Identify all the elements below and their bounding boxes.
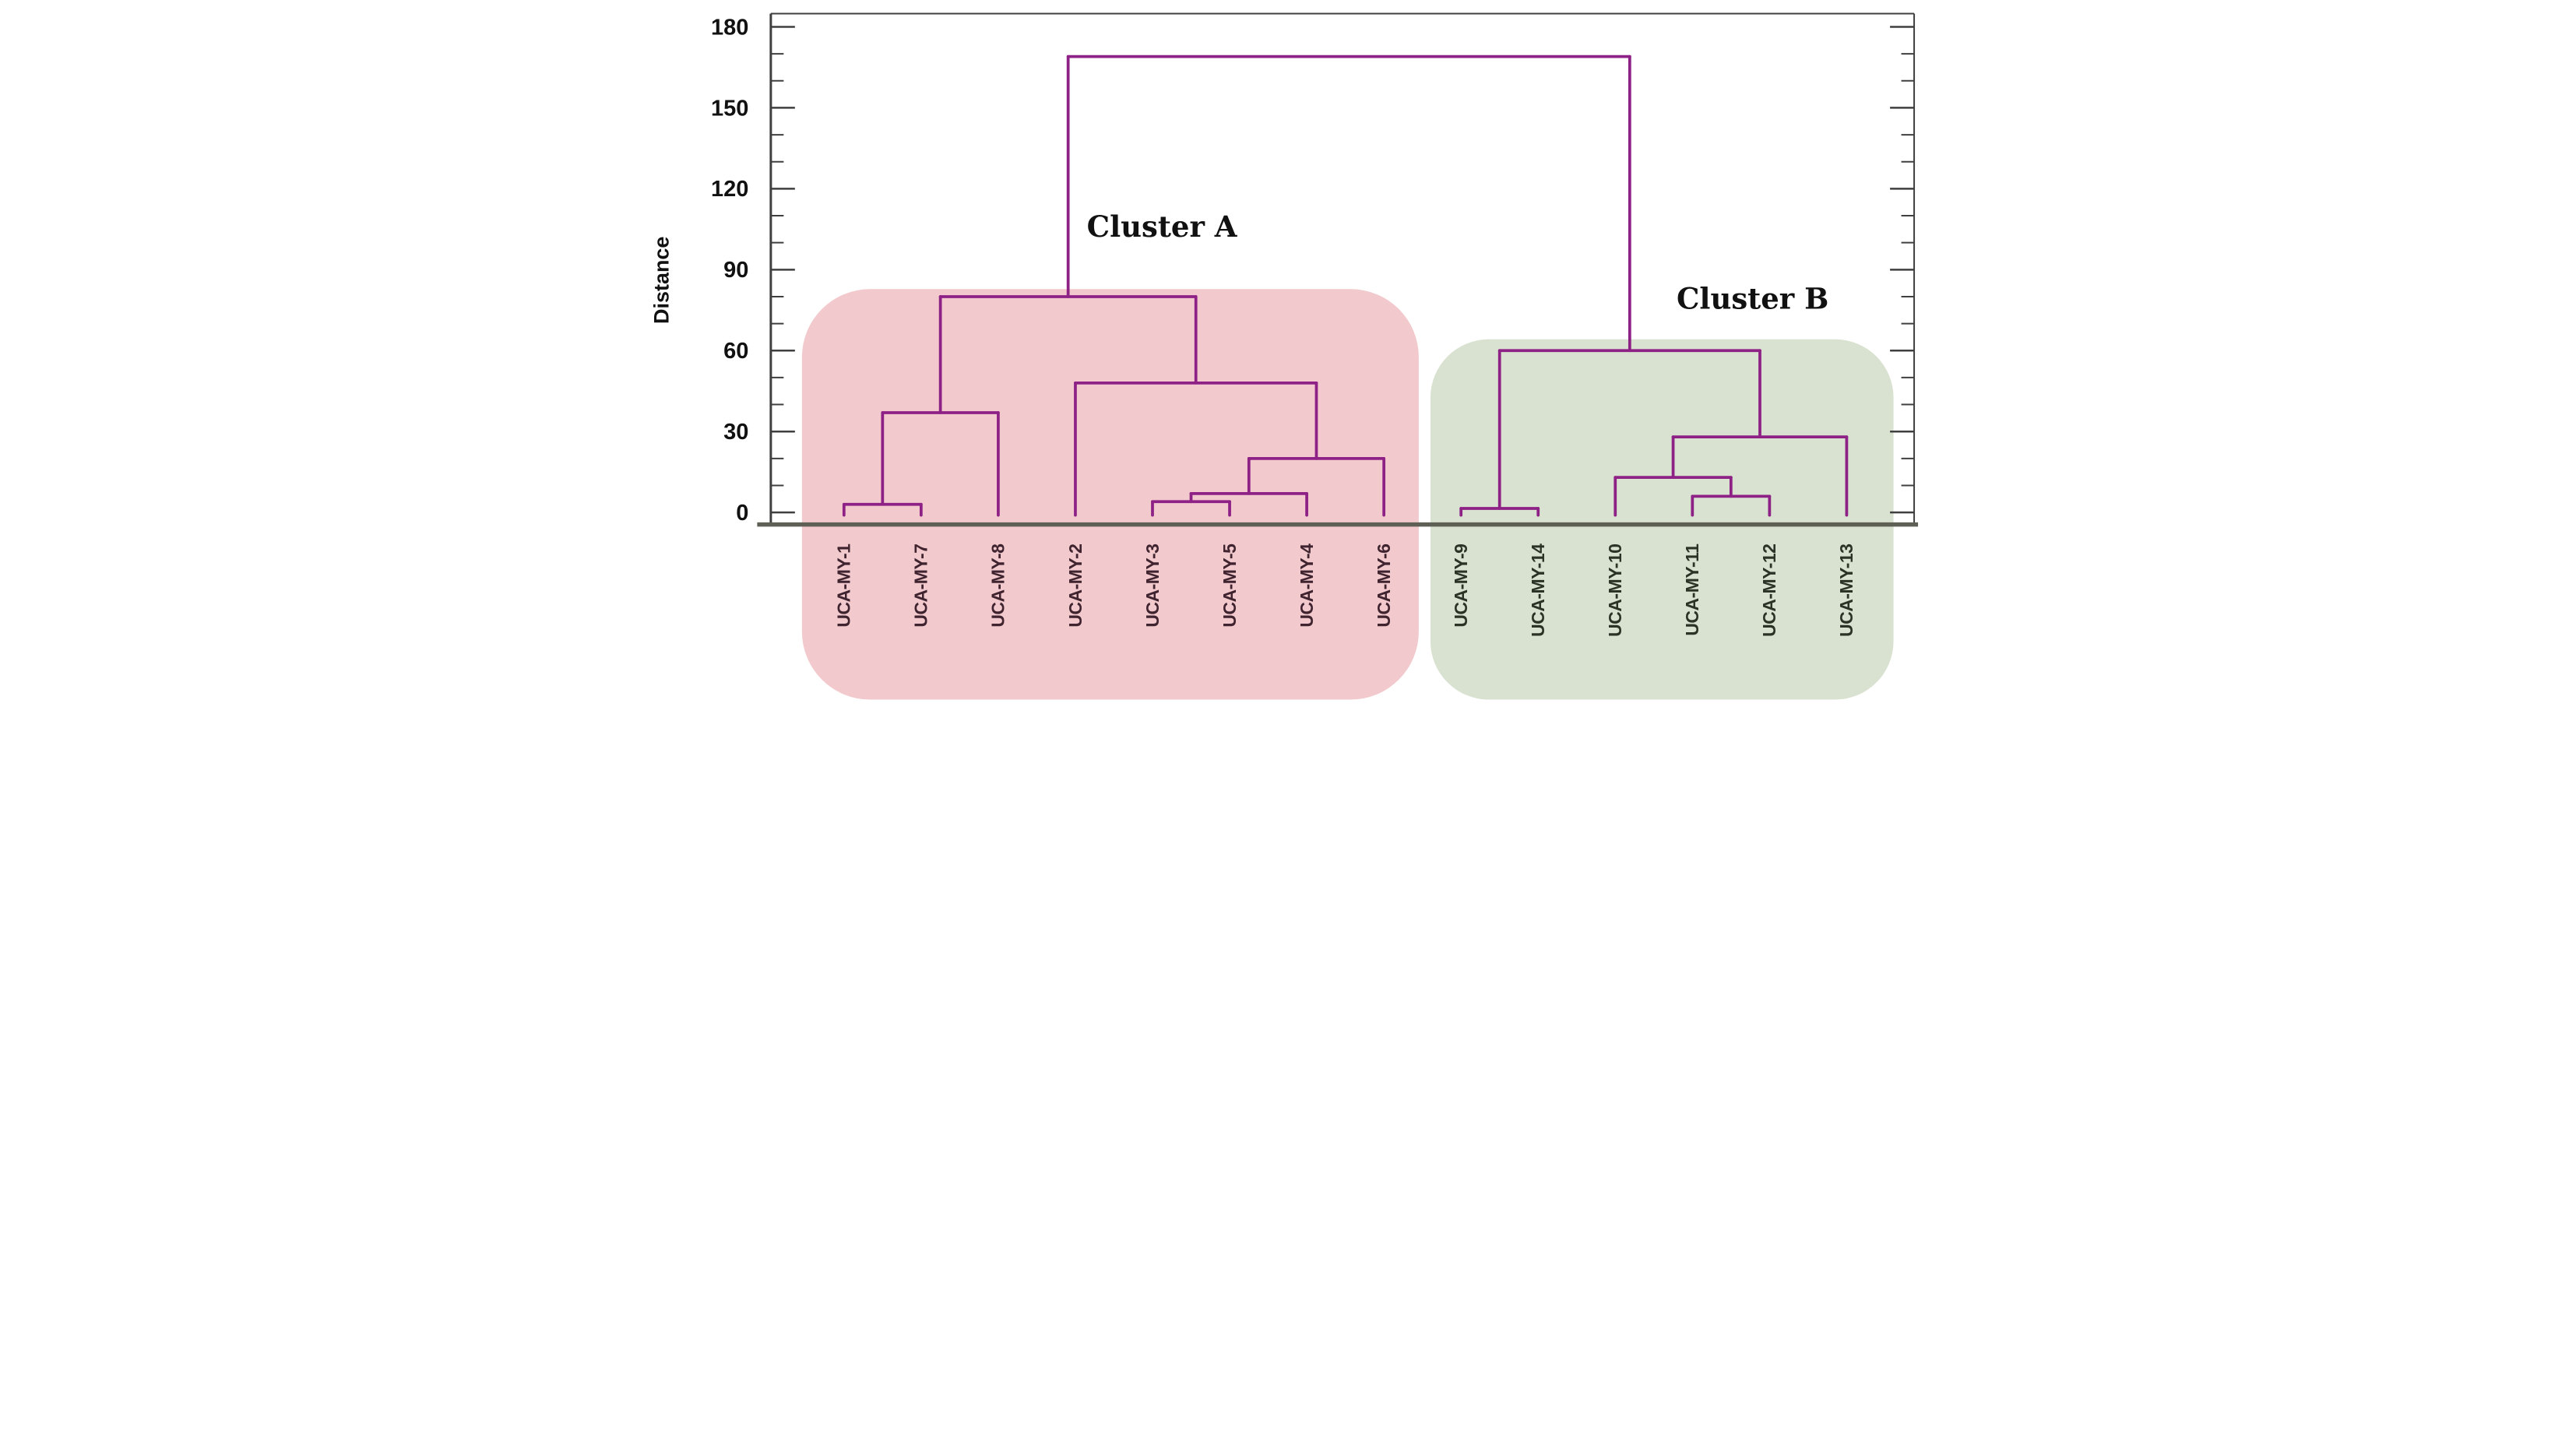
cluster-region-a	[801, 289, 1419, 700]
y-tick-label: 120	[711, 177, 748, 202]
cluster-region-b	[1430, 339, 1894, 700]
leaf-label: UCA-MY-4	[1297, 543, 1317, 628]
y-axis-title: Distance	[649, 237, 673, 324]
leaf-label: UCA-MY-10	[1605, 544, 1625, 637]
leaf-label: UCA-MY-12	[1759, 544, 1779, 637]
y-tick-label: 150	[711, 96, 748, 121]
leaf-label: UCA-MY-11	[1682, 543, 1702, 636]
leaf-label: UCA-MY-1	[834, 543, 854, 628]
y-tick-label: 30	[723, 420, 748, 445]
leaf-label: UCA-MY-8	[988, 543, 1008, 628]
leaf-label: UCA-MY-3	[1142, 544, 1163, 628]
y-tick-label: 90	[723, 258, 748, 283]
y-tick-label: 180	[711, 15, 748, 40]
leaf-label: UCA-MY-14	[1528, 543, 1548, 637]
cluster-title-b: Cluster B	[1677, 281, 1828, 315]
leaf-label: UCA-MY-7	[911, 544, 931, 628]
y-tick-label: 60	[723, 339, 748, 364]
leaf-label: UCA-MY-9	[1451, 544, 1471, 628]
leaf-label: UCA-MY-5	[1219, 543, 1240, 628]
leaf-label: UCA-MY-6	[1374, 544, 1394, 628]
cluster-title-a: Cluster A	[1087, 209, 1238, 244]
leaf-label: UCA-MY-13	[1836, 544, 1856, 637]
y-tick-label: 0	[736, 501, 748, 526]
leaf-label: UCA-MY-2	[1065, 544, 1086, 628]
